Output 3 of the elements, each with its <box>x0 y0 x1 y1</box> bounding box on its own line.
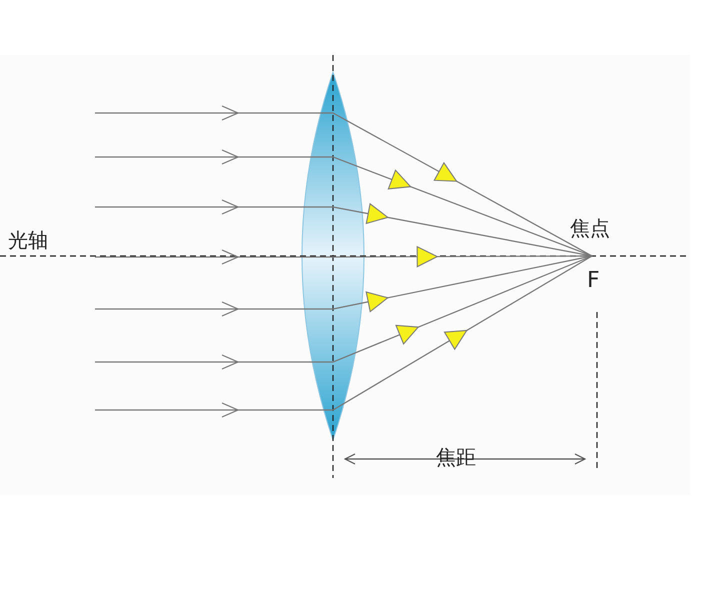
focus-label: 焦点 <box>570 218 610 238</box>
axis-label: 光轴 <box>8 230 48 250</box>
focal-point-label: F <box>587 270 600 292</box>
